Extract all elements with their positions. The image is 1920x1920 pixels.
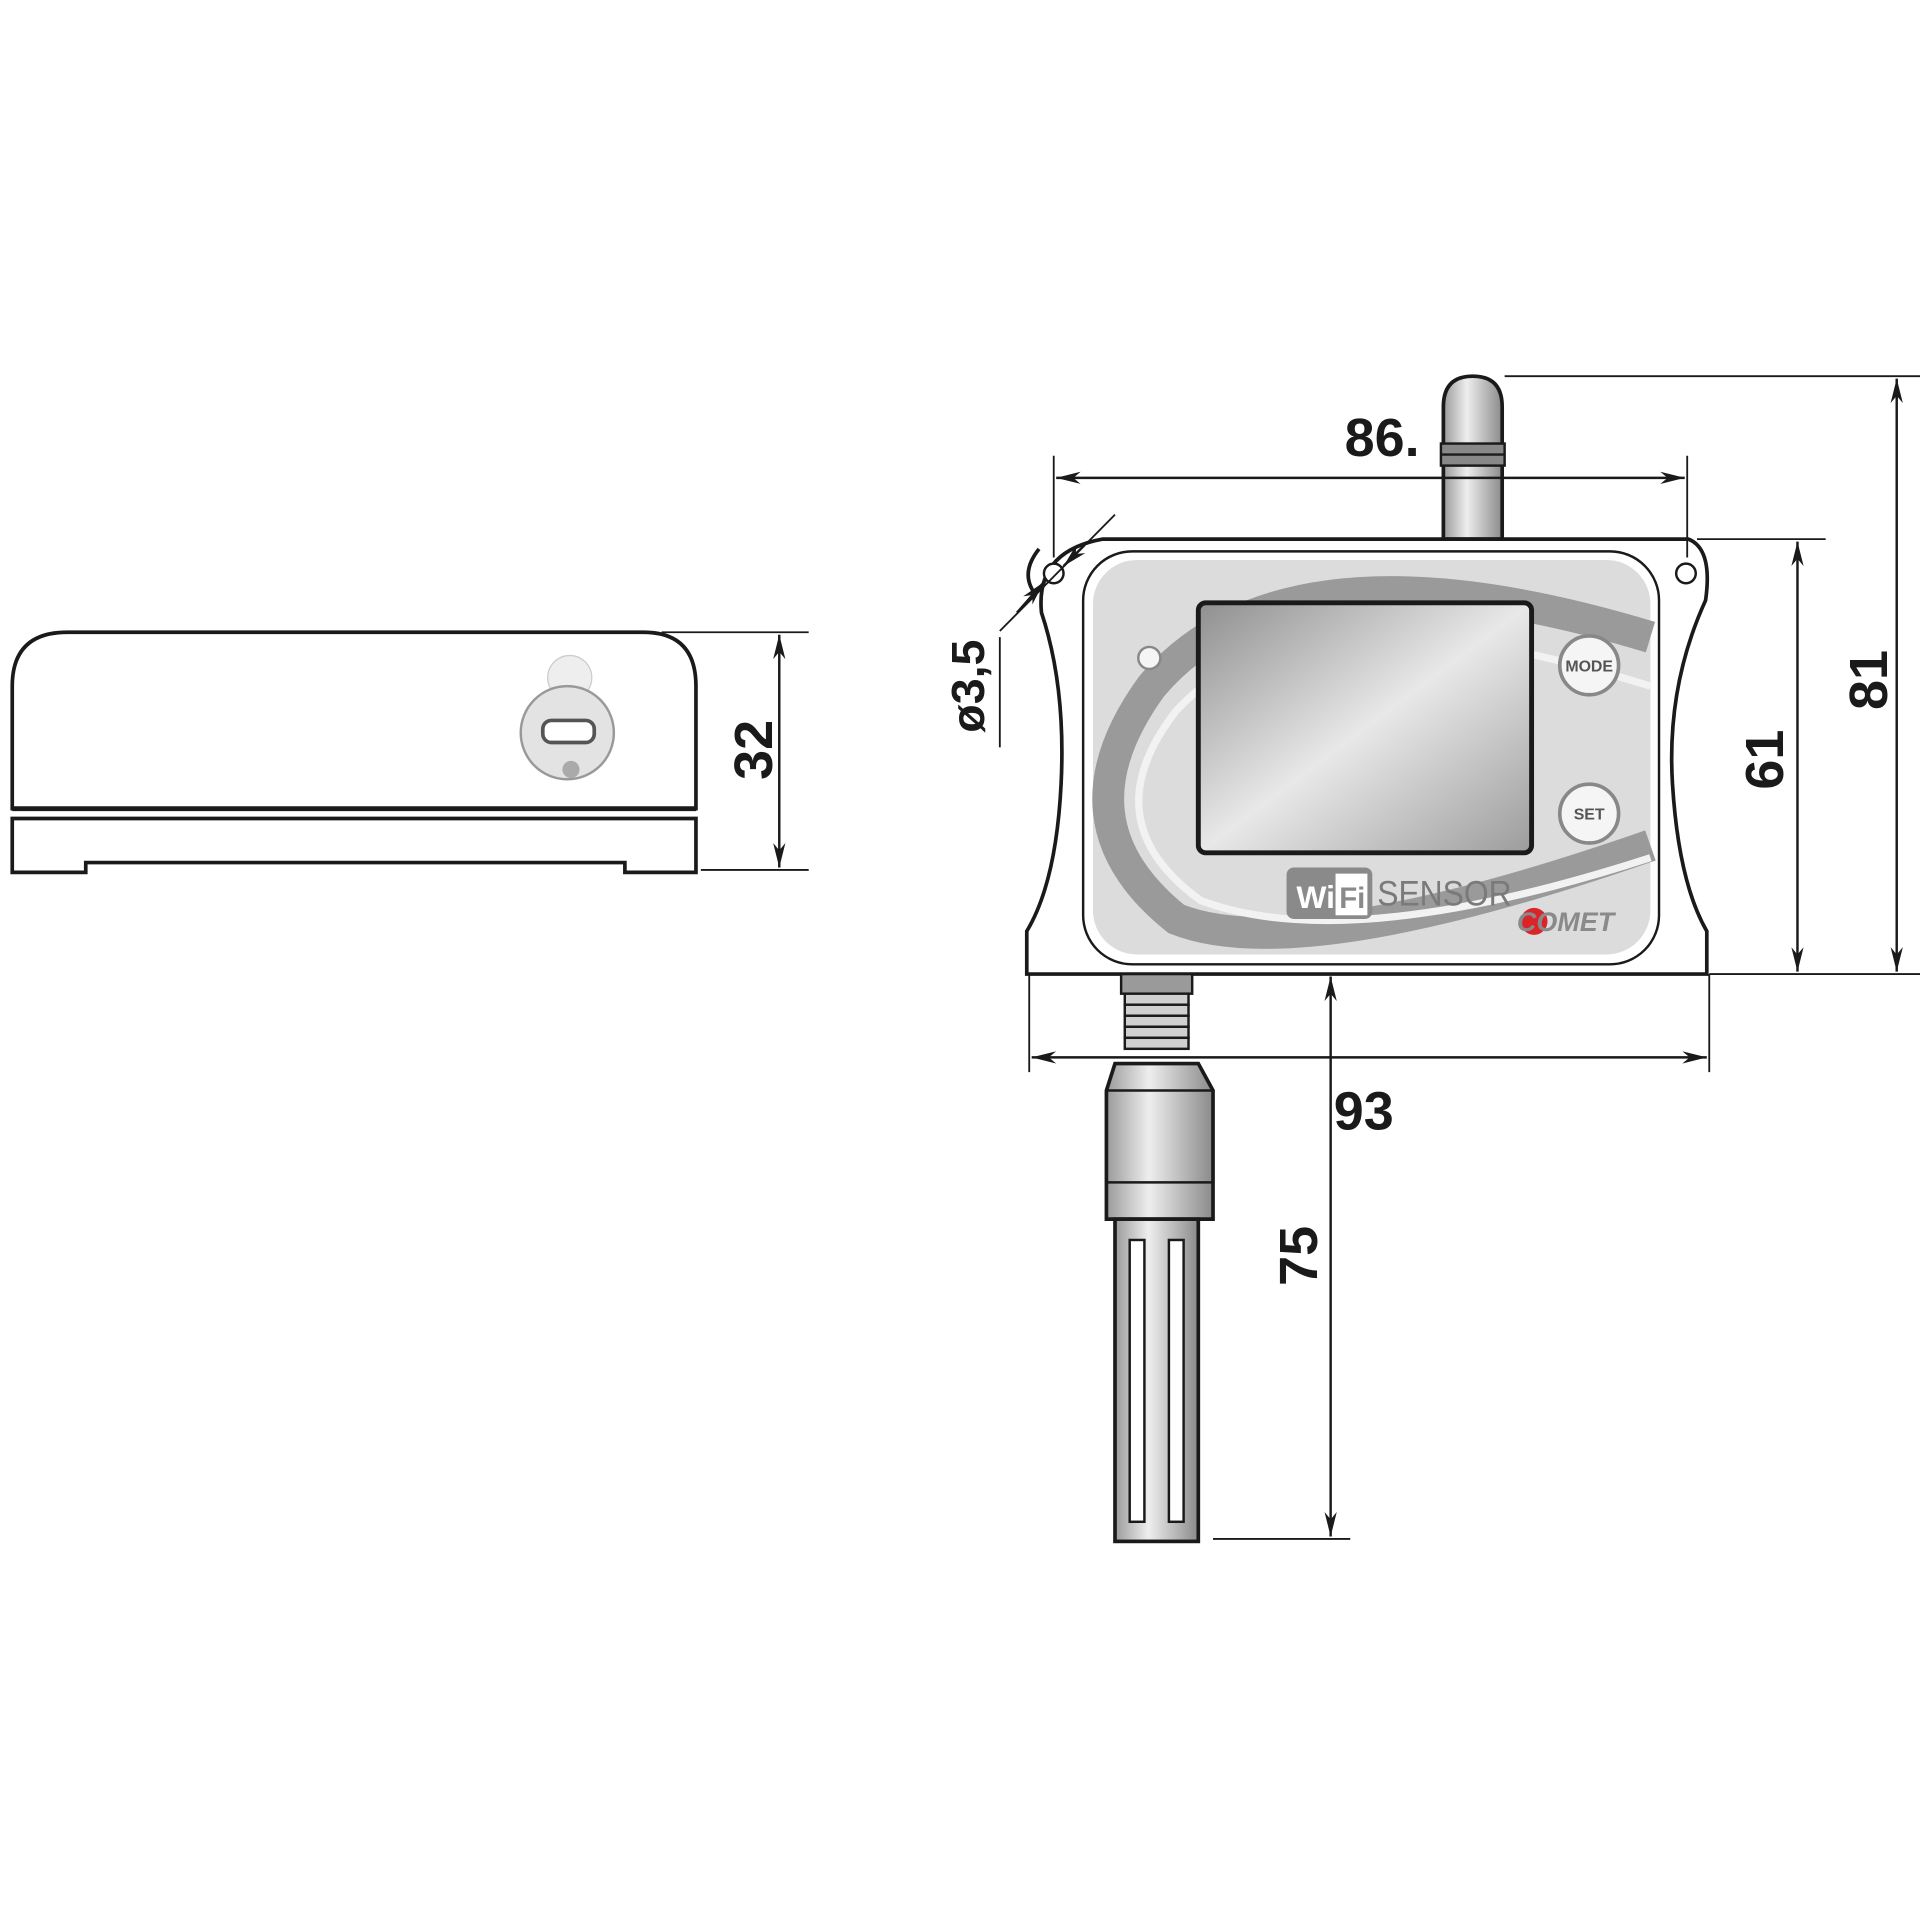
antenna: [1439, 374, 1506, 541]
display-screen: [1195, 600, 1535, 856]
wifi-sensor-logo: Wi Fi SENSOR: [1286, 867, 1512, 919]
front-view: MODE SET Wi Fi SENSOR COMET: [942, 374, 1920, 1544]
dim-probe-length: 75: [1269, 1226, 1329, 1286]
side-view: 32: [10, 630, 809, 875]
mount-hole-right: [1674, 562, 1698, 585]
dim-total-width: 93: [1334, 1082, 1394, 1142]
usb-slot-icon: [540, 718, 597, 745]
dim-hole-diameter: ø3,5: [942, 640, 994, 733]
swoosh: [1092, 576, 1656, 949]
comet-logo: COMET: [1517, 907, 1617, 937]
brand-logo-text: COMET: [1517, 907, 1617, 937]
dim-top-width: 86.: [1345, 408, 1420, 468]
mode-button: MODE: [1557, 634, 1621, 697]
probe: [1104, 972, 1215, 1544]
set-button-label: SET: [1574, 807, 1605, 824]
status-led: [1137, 645, 1162, 671]
sensor-label: SENSOR: [1377, 875, 1511, 914]
side-body: [10, 630, 698, 811]
mount-hole-left: [1042, 562, 1065, 585]
dim-side-height: 32: [724, 720, 784, 780]
side-base: [10, 816, 698, 875]
dimension-lines: [998, 375, 1920, 1540]
wifi-logo-wi: Wi: [1296, 879, 1335, 915]
dim-total-height: 81: [1839, 650, 1899, 710]
mode-button-label: MODE: [1565, 658, 1613, 675]
dim-body-height: 61: [1735, 730, 1795, 790]
wifi-logo-fi: Fi: [1339, 882, 1365, 915]
set-button: SET: [1557, 782, 1621, 845]
